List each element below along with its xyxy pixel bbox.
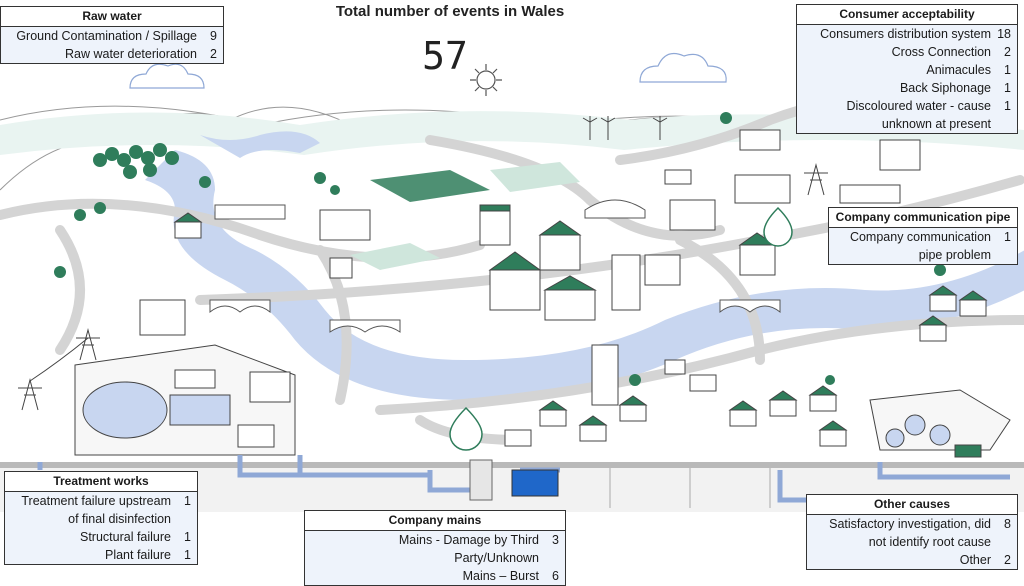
- river: [145, 150, 1024, 400]
- list-item: Satisfactory investigation, did not iden…: [829, 517, 1011, 549]
- treatment-works-site: [74, 344, 296, 456]
- chart-title: Total number of events in Wales: [335, 3, 565, 20]
- communication-pipe-marker: [763, 206, 793, 247]
- bridges: [209, 199, 781, 333]
- wind-turbines: [582, 116, 668, 140]
- sun-icon: [470, 64, 502, 96]
- panel-treatment-works: Treatment works Treatment failure upstre…: [4, 471, 198, 565]
- river-top: [200, 131, 320, 158]
- wastewater-site: [869, 389, 1011, 458]
- panel-heading: Raw water: [1, 7, 223, 27]
- panel-heading: Company mains: [305, 511, 565, 531]
- panel-heading: Treatment works: [5, 472, 197, 492]
- panel-consumer-acceptability: Consumer acceptability Consumers distrib…: [796, 4, 1018, 134]
- list-item: Treatment failure upstream of final disi…: [21, 494, 191, 526]
- panel-company-communication-pipe: Company communication pipe Company commu…: [828, 207, 1018, 265]
- cloud-left: [129, 63, 205, 89]
- panel-raw-water: Raw water Ground Contamination / Spillag…: [0, 6, 224, 64]
- panel-heading: Consumer acceptability: [797, 5, 1017, 25]
- town-buildings: [139, 129, 921, 406]
- panel-heading: Other causes: [807, 495, 1017, 515]
- panel-heading: Company communication pipe: [829, 208, 1017, 228]
- mains-marker: [449, 406, 483, 451]
- list-item: Discoloured water - cause unknown at pre…: [846, 99, 1011, 131]
- total-events: 57: [422, 34, 468, 78]
- fields: [350, 162, 580, 270]
- panel-other-causes: Other causes Satisfactory investigation,…: [806, 494, 1018, 570]
- houses: [173, 169, 988, 447]
- clouds: [129, 53, 727, 89]
- cloud-right: [639, 53, 727, 83]
- pylons: [18, 163, 828, 411]
- panel-company-mains: Company mains Mains - Damage by Third Pa…: [304, 510, 566, 586]
- trees: [54, 112, 946, 386]
